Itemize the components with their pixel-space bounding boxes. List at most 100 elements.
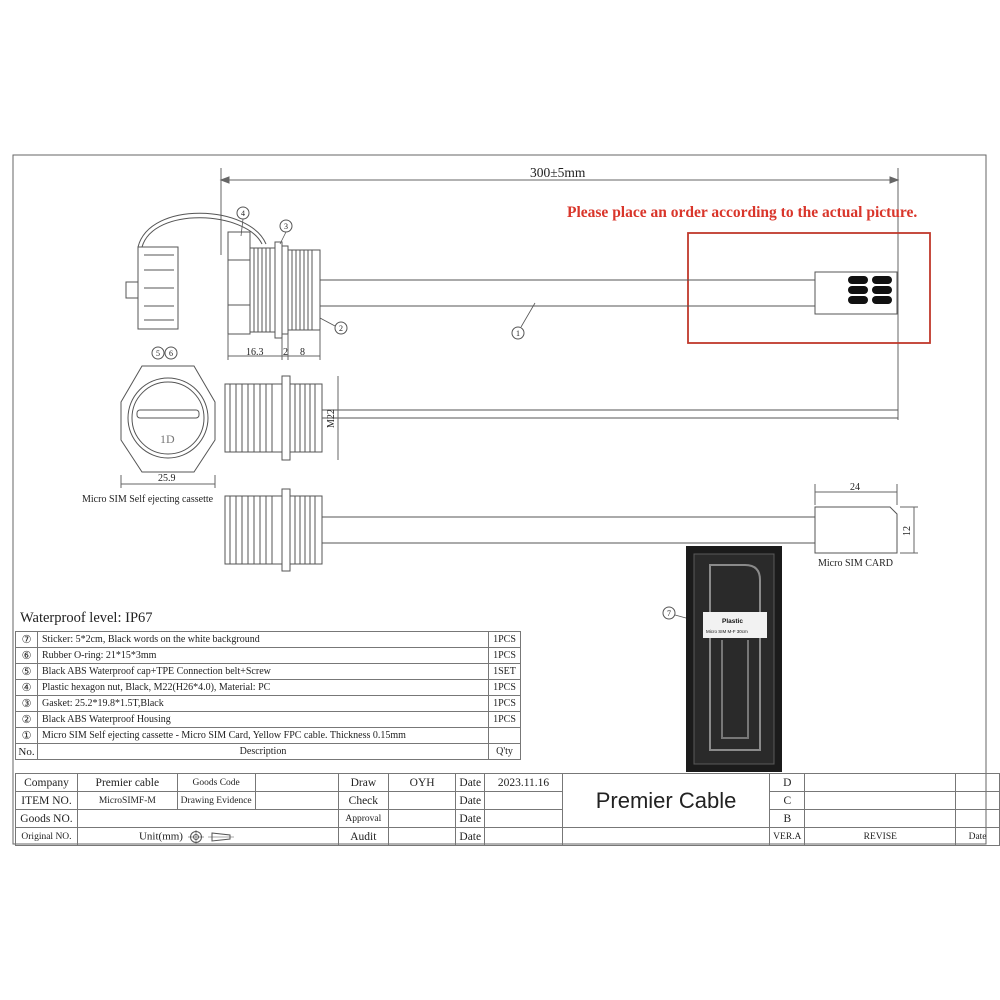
part-desc: Black ABS Waterproof cap+TPE Connection … [37, 663, 489, 680]
table-row: ITEM NO. MicroSIMF-M Drawing Evidence Ch… [15, 791, 1000, 810]
cassette-mark: 1D [160, 432, 175, 446]
parts-list: ⑦ Sticker: 5*2cm, Black words on the whi… [15, 631, 521, 760]
part-no: ④ [15, 679, 38, 696]
callout-2: 2 [339, 324, 343, 333]
rev-c-date [955, 791, 1000, 810]
table-row: ② Black ABS Waterproof Housing 1PCS [15, 711, 521, 728]
table-row: Goods NO. Approval Date B [15, 809, 1000, 828]
part-qty: 1PCS [488, 679, 521, 696]
rev-b-revise [804, 809, 957, 828]
order-notice: Please place an order according to the a… [567, 204, 918, 221]
table-row: ⑥ Rubber O-ring: 21*15*3mm 1PCS [15, 647, 521, 664]
part-qty: 1PCS [488, 647, 521, 664]
part-qty: 1PCS [488, 711, 521, 728]
m22-label: M22 [326, 409, 337, 428]
date-value: 2023.11.16 [484, 773, 563, 792]
audit-label: Audit [337, 827, 389, 846]
sim-card-label: Micro SIM CARD [818, 558, 893, 569]
draw-label: Draw [337, 773, 389, 792]
part-no: ② [15, 711, 38, 728]
sim-card-dims [814, 484, 918, 554]
rev-d-revise [804, 773, 957, 792]
header-no: No. [15, 743, 38, 760]
length-label: 300±5mm [530, 165, 586, 180]
date-label: Date [455, 827, 486, 846]
photo-tag-line2: Micro SIM M-F 30cm [706, 629, 748, 634]
drawing-evidence-value [254, 791, 339, 810]
part-desc: Black ABS Waterproof Housing [37, 711, 489, 728]
check-value [387, 791, 457, 810]
date-label: Date [455, 791, 486, 810]
part-desc: Sticker: 5*2cm, Black words on the white… [37, 631, 489, 648]
approval-label: Approval [337, 809, 389, 828]
goods-code-value [254, 773, 339, 792]
length-dimension [219, 168, 900, 420]
draw-value: OYH [387, 773, 457, 792]
rev-c: C [769, 791, 806, 810]
part-qty [488, 727, 521, 744]
date-value [484, 809, 563, 828]
rev-c-revise [804, 791, 957, 810]
callout-1: 1 [516, 329, 520, 338]
goods-no-value [76, 809, 339, 828]
callout-5: 5 [156, 349, 160, 358]
dim-25-9: 25.9 [158, 473, 176, 484]
bottom-cable [322, 516, 815, 544]
date-label: Date [455, 809, 486, 828]
table-row: ③ Gasket: 25.2*19.8*1.5T,Black 1PCS [15, 695, 521, 712]
product-photo [686, 546, 782, 772]
table-row: Original NO. Unit(mm) Audit Date VER.A R… [15, 827, 1000, 846]
rev-b: B [769, 809, 806, 828]
item-no-label: ITEM NO. [15, 791, 78, 810]
callout-4: 4 [241, 209, 245, 218]
sim-contacts [848, 276, 892, 304]
table-row: Company Premier cable Goods Code Draw OY… [15, 773, 1000, 828]
part-no: ⑦ [15, 631, 38, 648]
table-row: ① Micro SIM Self ejecting cassette - Mic… [15, 727, 521, 744]
part-no: ⑥ [15, 647, 38, 664]
callout-3: 3 [284, 222, 288, 231]
audit-value [387, 827, 457, 846]
middle-cable [322, 409, 898, 419]
callout-circles [151, 206, 676, 620]
part-no: ① [15, 727, 38, 744]
small-dims [227, 330, 321, 360]
item-no-value: MicroSIMF-M [76, 791, 178, 810]
approval-value [387, 809, 457, 828]
part-no: ⑤ [15, 663, 38, 680]
goods-code-label: Goods Code [176, 773, 256, 792]
header-desc: Description [37, 743, 489, 760]
sim-card-outline [814, 506, 898, 554]
part-desc: Rubber O-ring: 21*15*3mm [37, 647, 489, 664]
callout-numbers: 4 3 2 1 5 6 7 [156, 209, 671, 618]
part-no: ③ [15, 695, 38, 712]
rev-d-date [955, 773, 1000, 792]
drawing-evidence-label: Drawing Evidence [176, 791, 256, 810]
blank-cell [561, 827, 771, 846]
brand-name: Premier Cable [561, 773, 771, 828]
part-qty: 1SET [488, 663, 521, 680]
ver-label: VER.A [769, 827, 806, 846]
check-label: Check [337, 791, 389, 810]
part-desc: Gasket: 25.2*19.8*1.5T,Black [37, 695, 489, 712]
company-label: Company [15, 773, 78, 792]
dim-8: 8 [300, 347, 305, 358]
unit-cell: Unit(mm) [76, 827, 339, 846]
dim-12: 12 [902, 526, 913, 536]
company-value: Premier cable [76, 773, 178, 792]
callout-6: 6 [169, 349, 173, 358]
middle-housing [224, 375, 323, 461]
rev-date-label: Date [955, 827, 1000, 846]
date-label: Date [455, 773, 486, 792]
dim-2: 2 [283, 347, 288, 358]
part-desc: Plastic hexagon nut, Black, M22(H26*4.0)… [37, 679, 489, 696]
original-no-label: Original NO. [15, 827, 78, 846]
dim-24: 24 [850, 482, 860, 493]
hex-dim [120, 475, 216, 488]
unit-label: Unit(mm) [138, 830, 183, 843]
projection-symbol-icon [187, 829, 234, 844]
dim-16-3: 16.3 [246, 347, 264, 358]
title-block: Company Premier cable Goods Code Draw OY… [15, 773, 1000, 846]
rev-b-date [955, 809, 1000, 828]
